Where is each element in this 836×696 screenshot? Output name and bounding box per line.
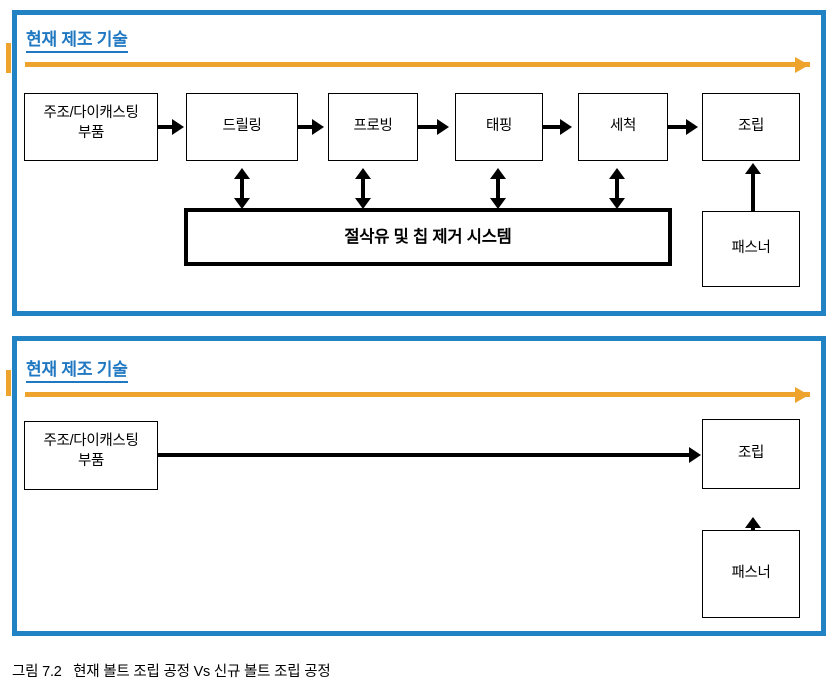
connector-tapping-coolant-head-up-icon bbox=[490, 168, 506, 179]
new-process-box-fastener-label: 패스너 bbox=[731, 565, 771, 582]
process-box-probing-label: 프로빙 bbox=[353, 118, 393, 135]
connector-tapping-to-washing bbox=[543, 125, 562, 129]
connector-casting-to-assembly-head-icon bbox=[689, 447, 701, 463]
timeline-arrow-head-icon bbox=[795, 56, 809, 73]
connector-casting-to-drilling bbox=[158, 125, 174, 129]
process-box-coolant-chip-system[interactable]: 절삭유 및 칩 제거 시스템 bbox=[184, 208, 672, 266]
figure-caption: 그림 7.2 현재 볼트 조립 공정 Vs 신규 볼트 조립 공정 bbox=[12, 664, 331, 680]
new-process-box-fastener[interactable]: 패스너 bbox=[702, 530, 800, 618]
connector-fastener-to-assembly-head-icon bbox=[745, 163, 761, 174]
new-process-box-casting-label: 주조/다이캐스팅 부품 bbox=[43, 433, 139, 469]
process-box-tapping[interactable]: 태핑 bbox=[455, 93, 543, 161]
connector-tapping-coolant bbox=[496, 175, 500, 199]
connector-probing-coolant-head-up-icon bbox=[355, 168, 371, 179]
panel-new-title: 현재 제조 기술 bbox=[26, 360, 128, 383]
connector-drilling-coolant-head-down-icon bbox=[234, 198, 250, 209]
process-box-assembly[interactable]: 조립 bbox=[702, 93, 800, 161]
new-process-box-assembly-label: 조립 bbox=[737, 445, 765, 462]
new-connector-fastener-to-assembly-head-icon bbox=[745, 517, 761, 528]
process-box-coolant-chip-system-label: 절삭유 및 칩 제거 시스템 bbox=[344, 227, 512, 246]
process-box-drilling[interactable]: 드릴링 bbox=[186, 93, 298, 161]
connector-washing-to-assembly bbox=[668, 125, 688, 129]
accent-stub-icon-2 bbox=[6, 370, 11, 396]
connector-fastener-to-assembly bbox=[751, 172, 755, 212]
timeline-arrow-line bbox=[25, 62, 810, 67]
connector-drilling-coolant bbox=[240, 175, 244, 199]
connector-casting-to-drilling-head-icon bbox=[172, 119, 184, 135]
connector-washing-to-assembly-head-icon bbox=[686, 119, 698, 135]
connector-probing-to-tapping-head-icon bbox=[437, 119, 449, 135]
panel-current-title: 현재 제조 기술 bbox=[26, 30, 128, 53]
timeline-arrow-head-icon-2 bbox=[795, 386, 809, 403]
process-box-fastener[interactable]: 패스너 bbox=[702, 211, 800, 287]
process-box-fastener-label: 패스너 bbox=[731, 240, 771, 257]
new-process-box-casting[interactable]: 주조/다이캐스팅 부품 bbox=[24, 421, 158, 490]
accent-stub-icon bbox=[6, 43, 11, 73]
connector-tapping-coolant-head-down-icon bbox=[490, 198, 506, 209]
process-box-washing[interactable]: 세척 bbox=[578, 93, 668, 161]
process-box-probing[interactable]: 프로빙 bbox=[328, 93, 418, 161]
new-process-box-assembly[interactable]: 조립 bbox=[702, 419, 800, 489]
connector-probing-coolant-head-down-icon bbox=[355, 198, 371, 209]
process-box-washing-label: 세척 bbox=[609, 118, 637, 135]
connector-washing-coolant-head-up-icon bbox=[609, 168, 625, 179]
connector-tapping-to-washing-head-icon bbox=[560, 119, 572, 135]
process-box-tapping-label: 태핑 bbox=[485, 118, 513, 135]
connector-washing-coolant bbox=[615, 175, 619, 199]
process-box-assembly-label: 조립 bbox=[737, 118, 765, 135]
process-box-casting-label: 주조/다이캐스팅 부품 bbox=[43, 105, 139, 141]
connector-probing-to-tapping bbox=[418, 125, 439, 129]
timeline-arrow-line-2 bbox=[25, 392, 810, 397]
connector-drilling-coolant-head-up-icon bbox=[234, 168, 250, 179]
process-box-drilling-label: 드릴링 bbox=[222, 118, 262, 135]
connector-probing-coolant bbox=[361, 175, 365, 199]
connector-drilling-to-probing bbox=[298, 125, 314, 129]
process-box-casting[interactable]: 주조/다이캐스팅 부품 bbox=[24, 93, 158, 161]
connector-drilling-to-probing-head-icon bbox=[312, 119, 324, 135]
connector-casting-to-assembly bbox=[158, 453, 691, 457]
connector-washing-coolant-head-down-icon bbox=[609, 198, 625, 209]
